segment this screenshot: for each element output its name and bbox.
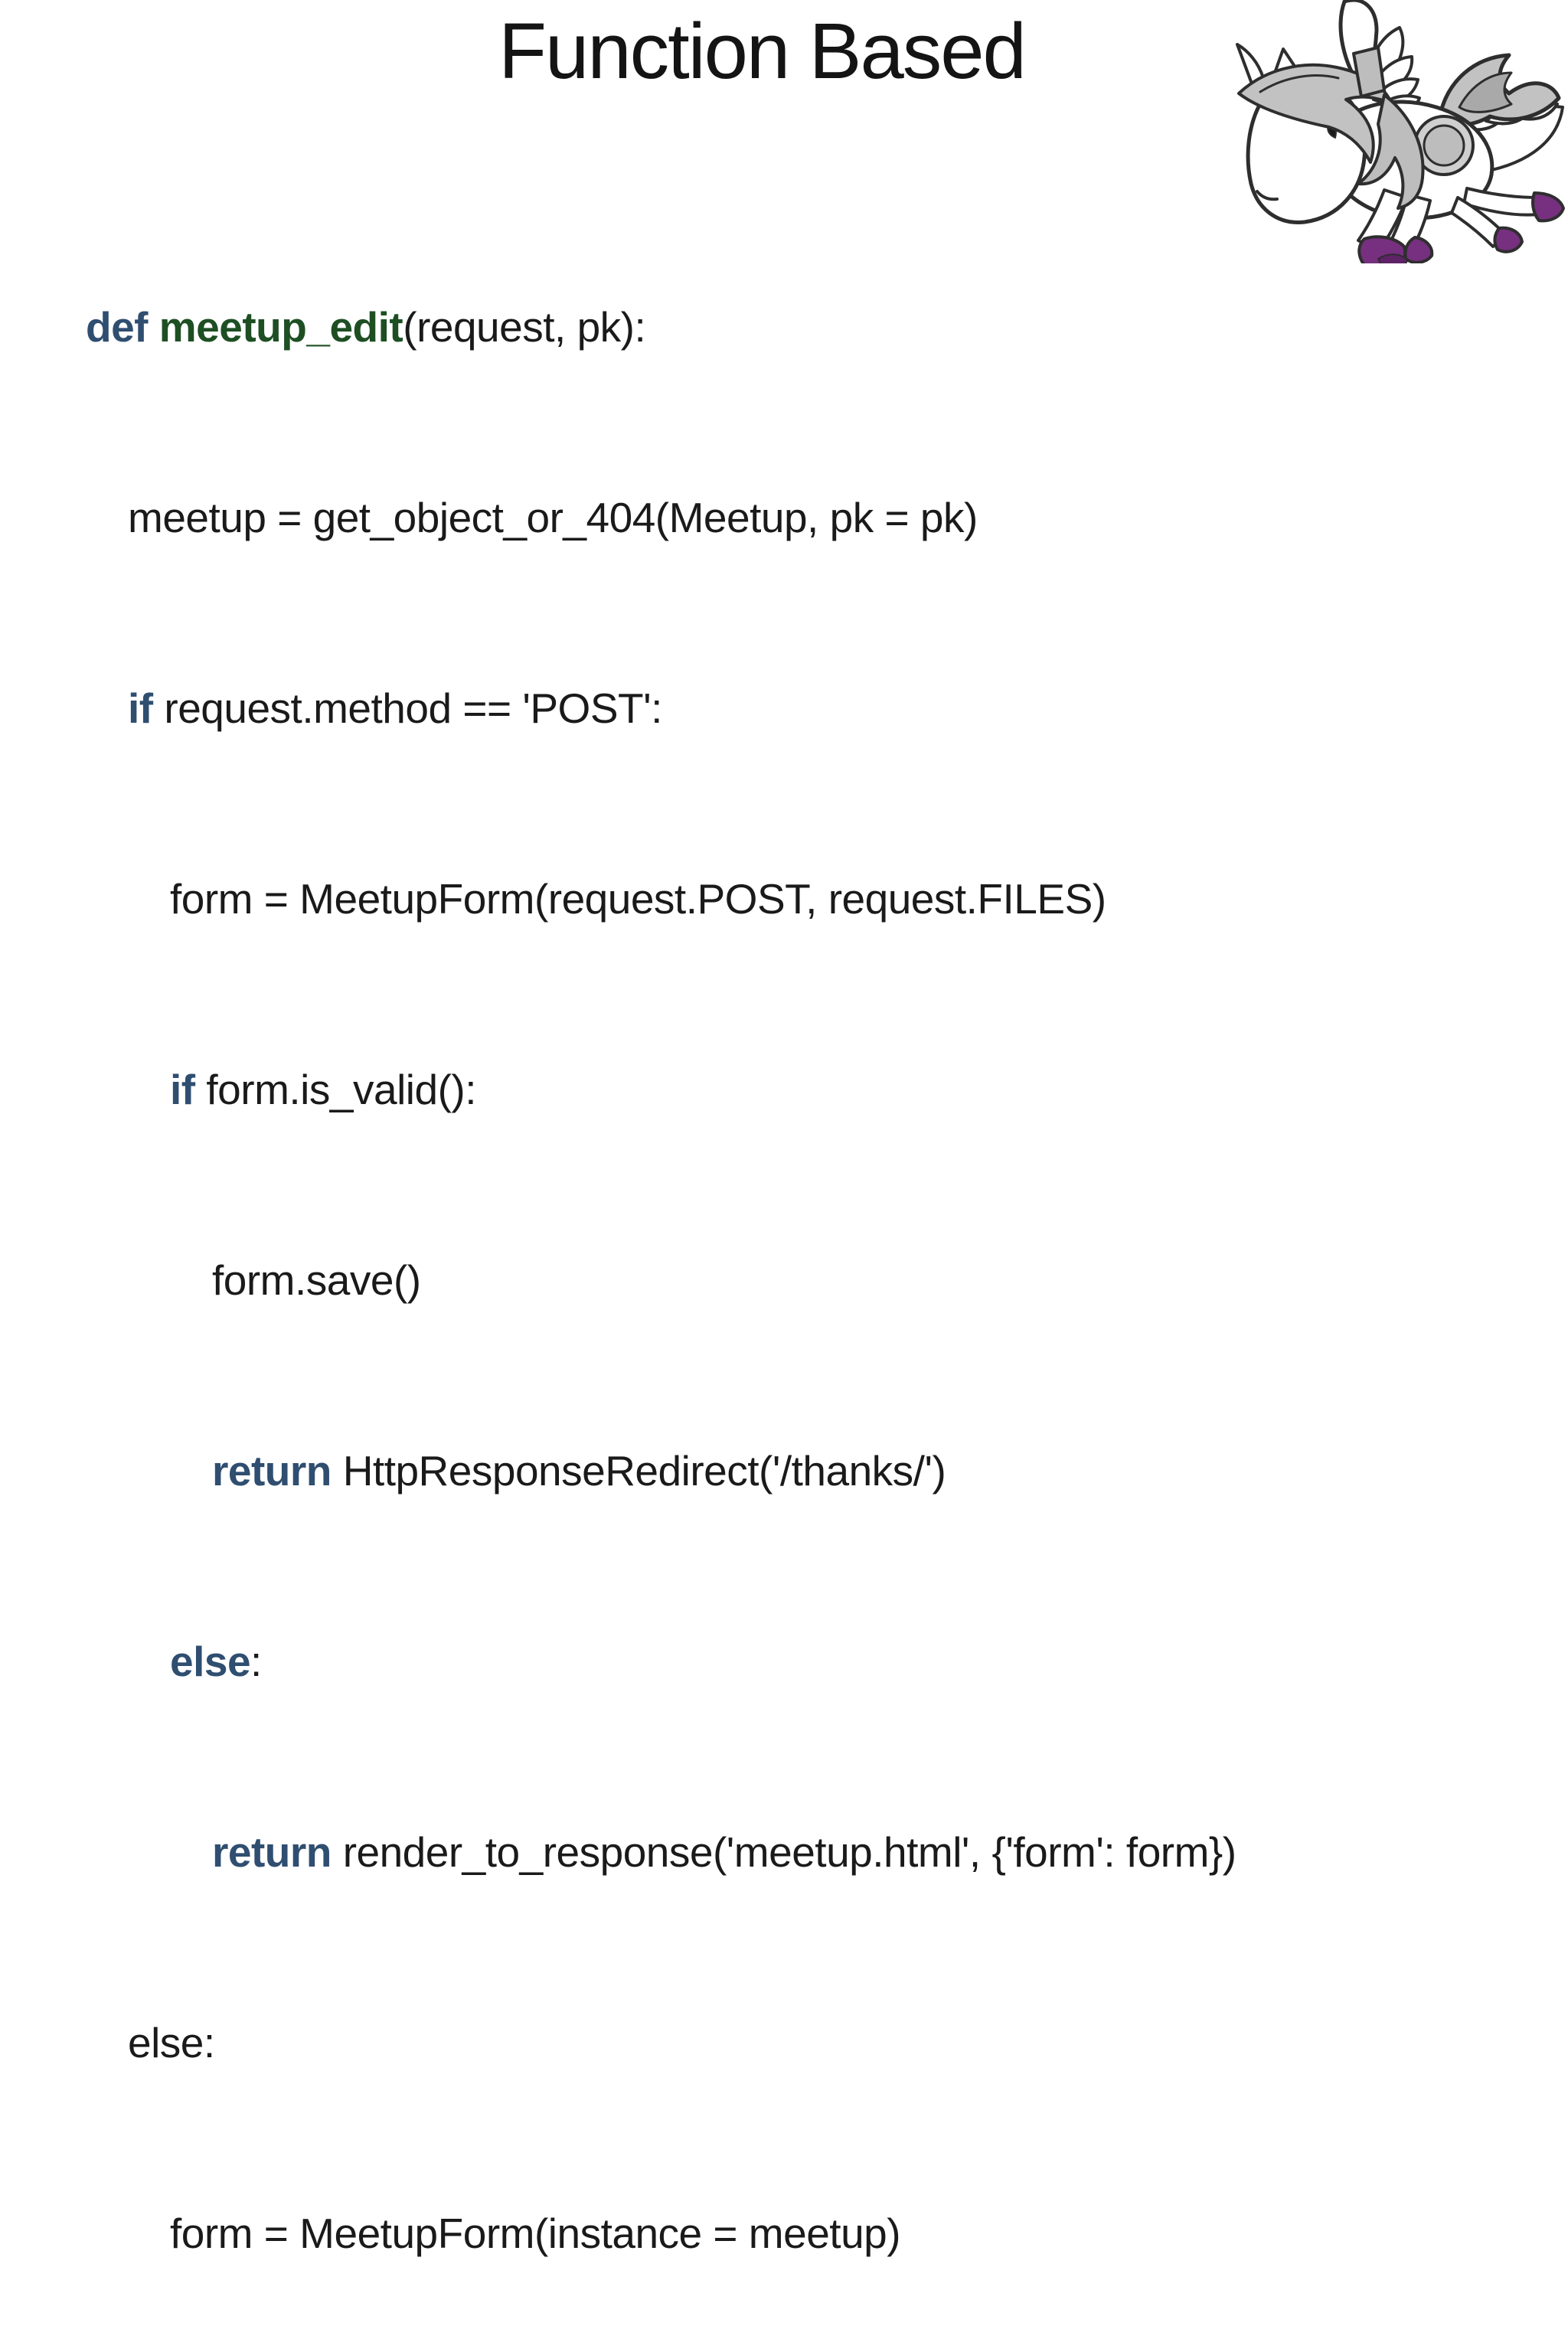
code-line: return render_to_response('meetup.html',… xyxy=(212,1821,1236,1884)
keyword-token: if xyxy=(128,684,165,732)
code-token: else: xyxy=(128,2019,215,2066)
code-token: form = MeetupForm(instance = meetup) xyxy=(170,2210,901,2257)
code-line: form = MeetupForm(request.POST, request.… xyxy=(170,867,1236,931)
code-line: def meetup_edit(request, pk): xyxy=(86,296,1236,359)
code-line: else: xyxy=(128,2011,1236,2075)
code-block: def meetup_edit(request, pk): meetup = g… xyxy=(86,168,1236,2352)
code-token: form.is_valid(): xyxy=(206,1066,477,1113)
code-token: form.save() xyxy=(212,1256,421,1304)
keyword-token: return xyxy=(212,1447,343,1494)
slide-title: Function Based xyxy=(498,7,1027,95)
code-token: request.method == 'POST': xyxy=(164,684,662,732)
code-token: form = MeetupForm(request.POST, request.… xyxy=(170,875,1106,923)
keyword-token: else xyxy=(170,1638,251,1685)
keyword-token: return xyxy=(212,1828,343,1876)
code-line: return HttpResponseRedirect('/thanks/') xyxy=(212,1439,1236,1503)
code-line: form = MeetupForm(instance = meetup) xyxy=(170,2202,1236,2265)
code-token: render_to_response('meetup.html', {'form… xyxy=(342,1828,1236,1876)
code-line: else: xyxy=(170,1630,1236,1694)
code-line: if form.is_valid(): xyxy=(170,1058,1236,1122)
pegasus-pony-illustration xyxy=(1236,0,1565,263)
code-token: : xyxy=(250,1638,262,1685)
code-token: meetup = get_object_or_404(Meetup, pk = … xyxy=(128,494,978,541)
code-line: if request.method == 'POST': xyxy=(128,677,1236,740)
code-token: HttpResponseRedirect('/thanks/') xyxy=(342,1447,946,1494)
keyword-token: if xyxy=(170,1066,207,1113)
keyword-token: def xyxy=(86,303,159,351)
function-name-token: meetup_edit xyxy=(158,303,403,351)
code-token: (request, pk): xyxy=(403,303,646,351)
code-line: form.save() xyxy=(212,1249,1236,1312)
code-line: meetup = get_object_or_404(Meetup, pk = … xyxy=(128,486,1236,550)
